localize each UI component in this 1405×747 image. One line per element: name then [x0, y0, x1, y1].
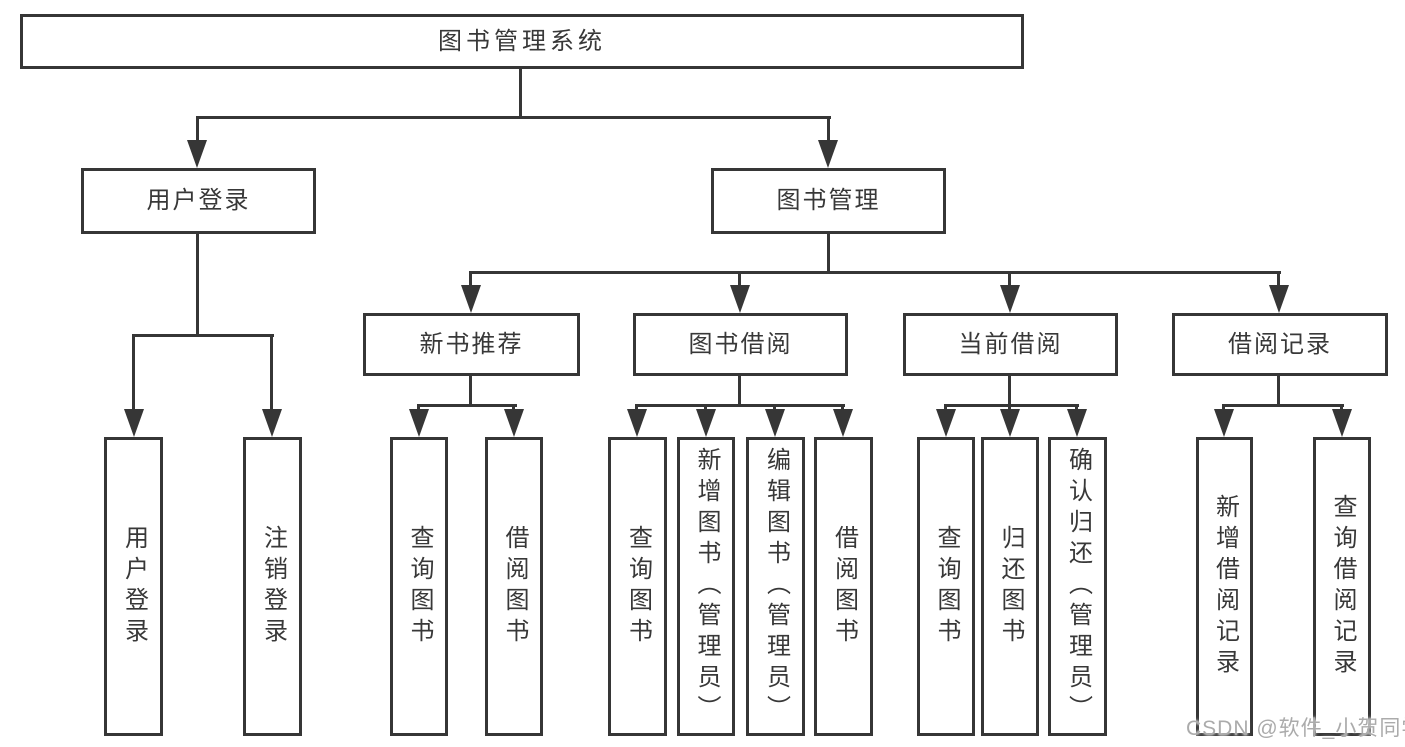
node-book-borrow-label: 图书借阅	[688, 330, 793, 358]
node-root-label: 图书管理系统	[438, 27, 606, 55]
node-current-borrow-label: 当前借阅	[958, 330, 1063, 358]
connector-br-hline	[1222, 404, 1344, 407]
node-borrow-records-label: 借阅记录	[1228, 330, 1332, 358]
leaf-cb-confirm-return-admin-label: 确认归还（管理员）	[1064, 447, 1092, 726]
leaf-br-query-record-label: 查询借阅记录	[1329, 493, 1356, 680]
connector-nb-hline	[417, 404, 517, 407]
arrowhead-to-leaf-user-login	[124, 409, 144, 437]
node-borrow-records: 借阅记录	[1172, 313, 1388, 376]
csdn-watermark: CSDN @软件_小贺同学	[1186, 717, 1405, 740]
node-new-book-recommend-label: 新书推荐	[419, 330, 524, 358]
leaf-cb-return-books-label: 归还图书	[997, 524, 1024, 649]
leaf-bb-add-books-admin: 新增图书（管理员）	[677, 437, 735, 736]
node-user-login: 用户登录	[81, 168, 316, 234]
leaf-bb-query-books: 查询图书	[608, 437, 667, 736]
leaf-br-add-record-label: 新增借阅记录	[1211, 493, 1239, 680]
arrowhead-to-bb-borrow	[833, 409, 853, 437]
leaf-logout: 注销登录	[243, 437, 302, 736]
leaf-logout-label: 注销登录	[259, 524, 287, 649]
connector-user-login-hline	[132, 334, 274, 337]
connector-book-mgmt-drop-2	[738, 271, 741, 291]
leaf-br-query-record: 查询借阅记录	[1313, 437, 1371, 736]
leaf-user-login: 用户登录	[104, 437, 163, 736]
leaf-user-login-label: 用户登录	[120, 524, 148, 649]
leaf-bb-borrow-books: 借阅图书	[814, 437, 873, 736]
arrowhead-to-book-management	[818, 140, 838, 168]
arrowhead-to-br-query	[1332, 409, 1352, 437]
connector-root-stem	[519, 69, 522, 118]
arrowhead-to-nb-borrow	[504, 409, 524, 437]
leaf-nb-query-books-label: 查询图书	[406, 524, 433, 649]
arrowhead-to-br-add	[1214, 409, 1234, 437]
connector-user-login-stem	[196, 234, 199, 337]
leaf-cb-confirm-return-admin: 确认归还（管理员）	[1048, 437, 1107, 736]
connector-nb-stem	[469, 376, 472, 407]
leaf-cb-return-books: 归还图书	[981, 437, 1039, 736]
node-book-management: 图书管理	[711, 168, 946, 234]
connector-cb-hline	[944, 404, 1079, 407]
arrowhead-to-bb-add	[696, 409, 716, 437]
leaf-bb-edit-books-admin: 编辑图书（管理员）	[746, 437, 805, 736]
connector-cb-stem	[1008, 376, 1011, 407]
arrowhead-to-cb-return	[1000, 409, 1020, 437]
leaf-cb-query-books: 查询图书	[917, 437, 975, 736]
arrowhead-to-leaf-logout	[262, 409, 282, 437]
node-book-management-label: 图书管理	[776, 187, 881, 214]
arrowhead-to-bb-query	[627, 409, 647, 437]
connector-bb-stem	[738, 376, 741, 407]
connector-book-mgmt-drop-1	[469, 271, 472, 291]
leaf-nb-borrow-books: 借阅图书	[485, 437, 543, 736]
arrowhead-to-nb-query	[409, 409, 429, 437]
arrowhead-to-user-login	[187, 140, 207, 168]
leaf-bb-borrow-books-label: 借阅图书	[830, 524, 858, 649]
leaf-nb-query-books: 查询图书	[390, 437, 448, 736]
connector-book-mgmt-stem	[827, 234, 830, 274]
arrowhead-to-current-borrow	[1000, 285, 1020, 313]
connector-br-stem	[1277, 376, 1280, 407]
arrowhead-to-cb-query	[936, 409, 956, 437]
leaf-cb-query-books-label: 查询图书	[933, 524, 960, 649]
leaf-br-add-record: 新增借阅记录	[1196, 437, 1253, 736]
connector-root-drop-left	[196, 116, 199, 144]
connector-book-mgmt-drop-4	[1277, 271, 1280, 291]
node-user-login-label: 用户登录	[146, 187, 251, 214]
leaf-bb-edit-books-admin-label: 编辑图书（管理员）	[762, 447, 790, 726]
node-new-book-recommend: 新书推荐	[363, 313, 580, 376]
arrowhead-to-bb-edit	[765, 409, 785, 437]
arrowhead-to-book-borrow	[730, 285, 750, 313]
arrowhead-to-borrow-records	[1269, 285, 1289, 313]
node-book-borrow: 图书借阅	[633, 313, 848, 376]
leaf-nb-borrow-books-label: 借阅图书	[501, 524, 528, 649]
connector-book-mgmt-drop-3	[1008, 271, 1011, 291]
node-current-borrow: 当前借阅	[903, 313, 1118, 376]
connector-root-drop-right	[827, 116, 830, 144]
arrowhead-to-cb-confirm	[1067, 409, 1087, 437]
connector-root-hline	[196, 116, 831, 119]
connector-user-login-drop-1	[132, 334, 135, 414]
connector-bb-hline	[635, 404, 845, 407]
connector-user-login-drop-2	[270, 334, 273, 414]
node-root: 图书管理系统	[20, 14, 1024, 69]
arrowhead-to-new-book-recommend	[461, 285, 481, 313]
leaf-bb-add-books-admin-label: 新增图书（管理员）	[693, 447, 720, 726]
connector-book-mgmt-hline	[469, 271, 1281, 274]
leaf-bb-query-books-label: 查询图书	[624, 524, 652, 649]
